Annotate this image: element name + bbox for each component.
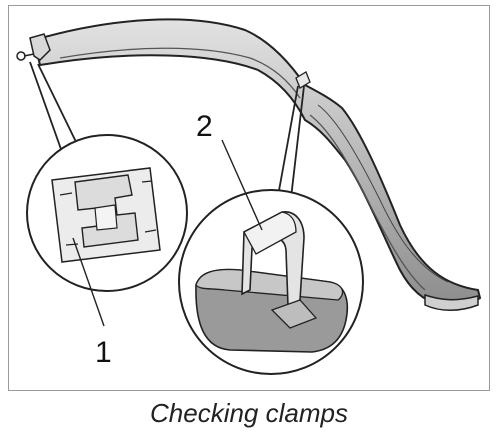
leader-lines [29,61,305,199]
figure-caption: Checking clamps [150,398,348,428]
callout-2: 2 [196,110,213,143]
roof-trim-panel [16,18,482,311]
callout-1: 1 [95,336,112,369]
detail-circle-2 [178,189,364,375]
callout-leaders [72,139,263,327]
detail-circle-1 [26,134,188,292]
